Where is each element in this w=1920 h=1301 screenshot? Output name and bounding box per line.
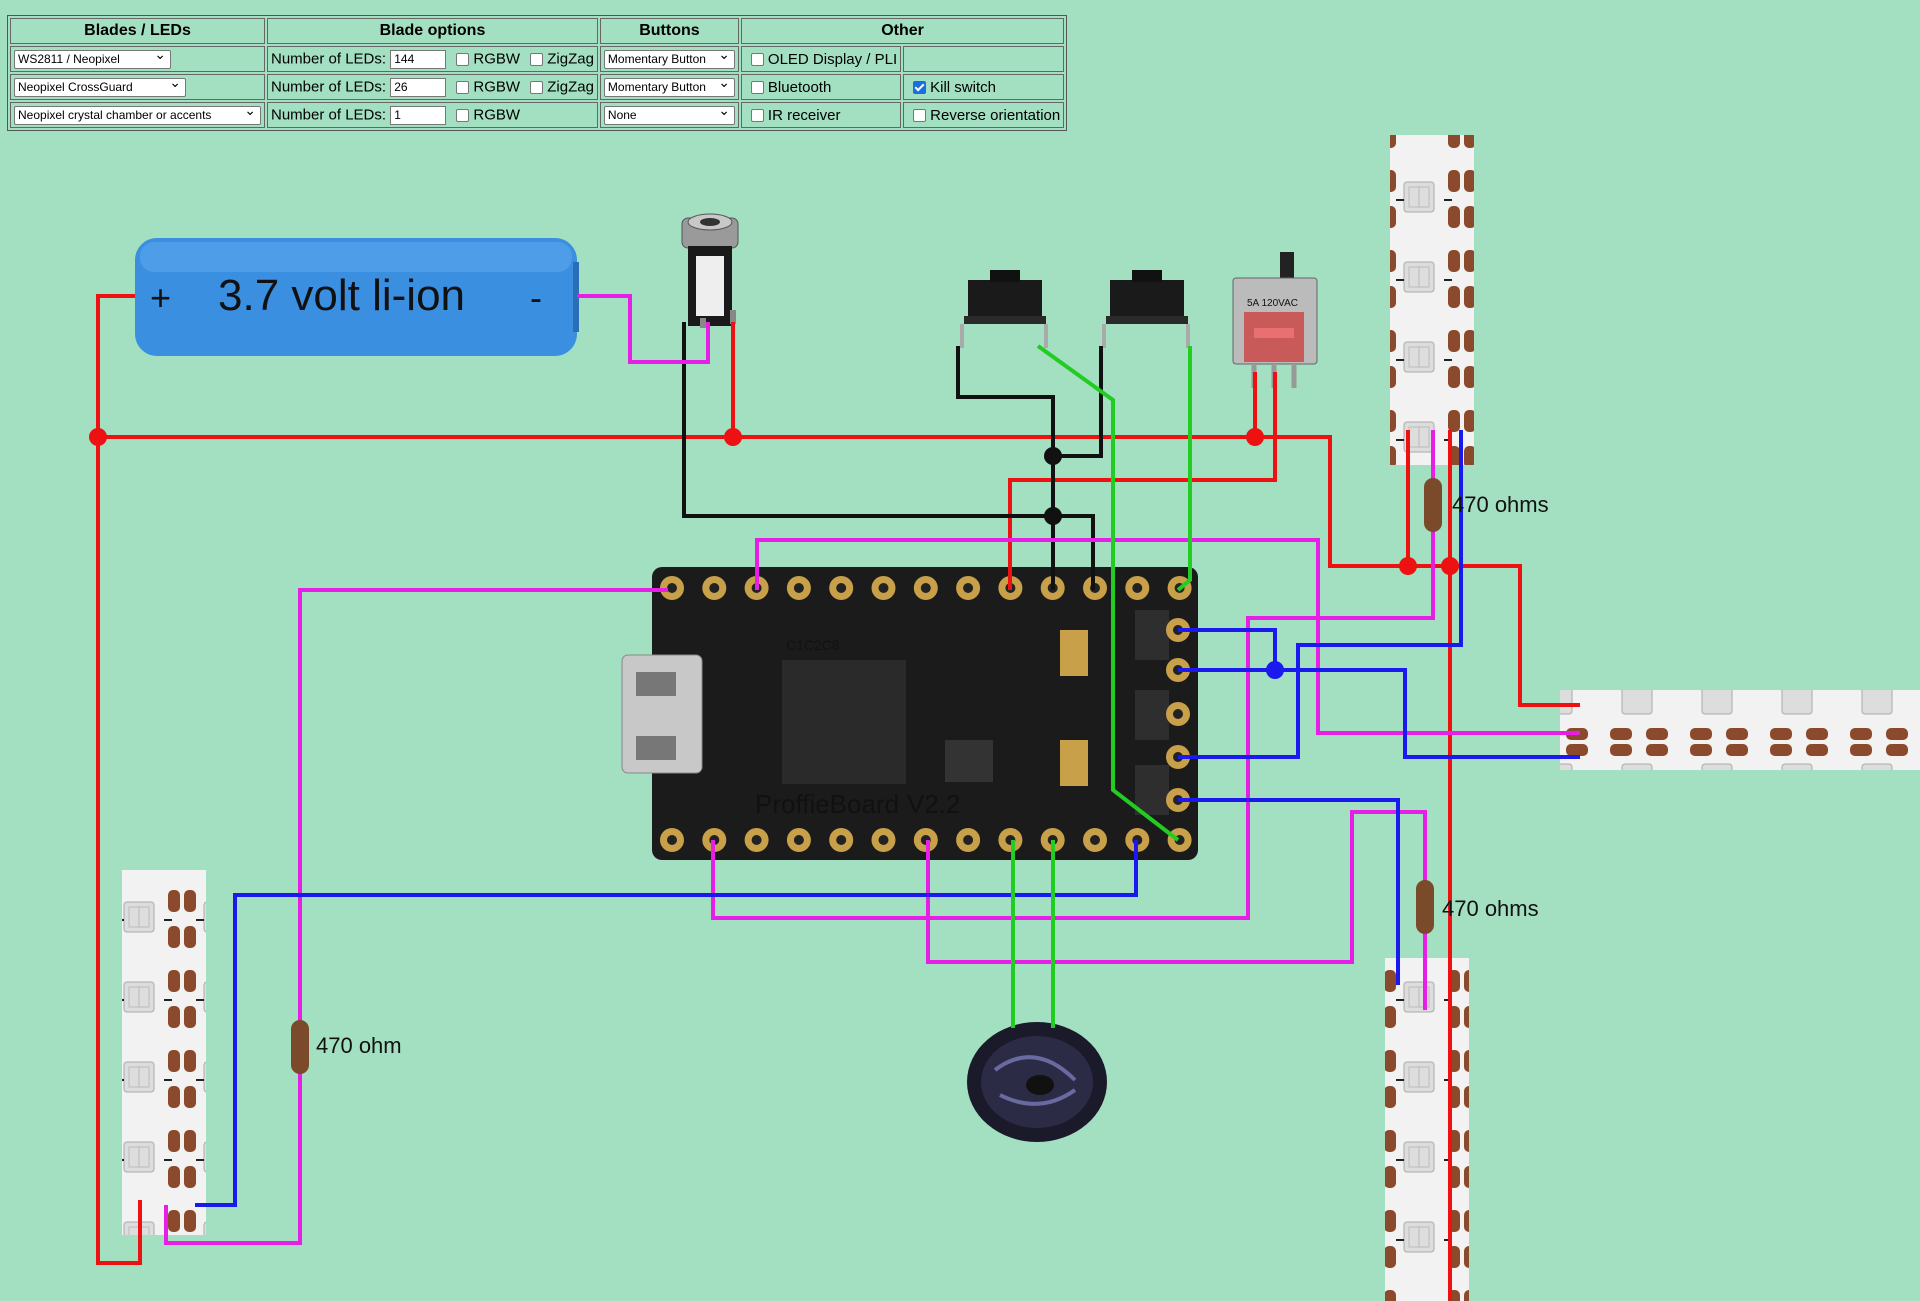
bluetooth-label: Bluetooth (767, 78, 832, 96)
num-leds-label: Number of LEDs: (271, 105, 387, 123)
led-strip-left (122, 870, 206, 1235)
header-blade-options: Blade options (267, 18, 598, 44)
resistor-label: 470 ohms (1442, 896, 1539, 921)
wires-green (1011, 344, 1192, 1028)
board-pad-hole (709, 583, 720, 593)
bluetooth-checkbox[interactable] (750, 81, 764, 95)
board-label: ProffieBoard (755, 789, 899, 819)
board-pad-hole (1090, 835, 1100, 845)
num-leds-input[interactable]: 26 (390, 77, 447, 97)
momentary-button-2 (1102, 270, 1190, 348)
wires-black (682, 322, 1103, 590)
ir-receiver-label: IR receiver (767, 106, 841, 124)
config-row: Neopixel crystal chamber or accents Numb… (10, 102, 1065, 128)
rgbw-checkbox[interactable] (456, 80, 470, 94)
button-select[interactable]: Momentary Button (603, 75, 735, 97)
battery: + 3.7 volt li-ion - (135, 238, 579, 356)
num-leds-input[interactable]: 1 (390, 105, 447, 125)
blade-type-select[interactable]: WS2811 / Neopixel (14, 47, 171, 69)
config-row: WS2811 / Neopixel Number of LEDs: 144 RG… (10, 46, 1065, 72)
switch-text: 5A 120VAC (1247, 298, 1298, 309)
num-leds-input[interactable]: 144 (390, 49, 447, 69)
led-strip-right-bottom (1385, 958, 1469, 1301)
board-pad-hole (878, 583, 889, 593)
num-leds-label: Number of LEDs: (271, 49, 387, 67)
board-chip-text: C1C2C8 (786, 637, 840, 653)
board-pad-hole (667, 835, 677, 845)
kill-switch-label: Kill switch (930, 78, 996, 96)
led-strip-crossguard (1560, 690, 1920, 770)
oled-checkbox[interactable] (750, 53, 764, 67)
board-pad-hole (667, 583, 677, 593)
board-pad-hole (963, 835, 974, 845)
header-other: Other (740, 18, 1065, 44)
header-buttons: Buttons (599, 18, 739, 44)
board-pad-hole (793, 835, 804, 845)
oled-label: OLED Display / PLI (767, 50, 898, 68)
resistor-top: 470 ohms (1424, 478, 1549, 532)
momentary-button-1 (960, 270, 1048, 348)
board-pad-hole (751, 835, 762, 845)
rgbw-checkbox[interactable] (456, 108, 470, 122)
empty-cell (903, 46, 1065, 72)
board-pad-hole (836, 835, 847, 845)
battery-label: 3.7 volt li-ion (218, 271, 465, 320)
battery-minus: - (530, 277, 542, 318)
zigzag-checkbox[interactable] (530, 52, 544, 66)
board-pads-bottom (660, 828, 1192, 852)
zigzag-checkbox[interactable] (530, 80, 544, 94)
board-pad-hole (793, 583, 804, 593)
resistor-label: 470 ohms (1452, 492, 1549, 517)
board-pad-hole (963, 583, 974, 593)
resistor-label: 470 ohm (316, 1033, 402, 1058)
rgbw-label: RGBW (473, 77, 521, 95)
led-strip-right-top (1390, 135, 1474, 465)
resistor-bottom-right: 470 ohms (1416, 880, 1539, 934)
zigzag-label: ZigZag (547, 49, 594, 67)
charge-port (681, 213, 739, 328)
reverse-orientation-label: Reverse orientation (930, 106, 1061, 124)
junctions (89, 428, 1459, 679)
board-pad-hole (1173, 709, 1183, 719)
rgbw-label: RGBW (473, 105, 521, 123)
board-pad-hole (878, 835, 889, 845)
battery-plus: + (150, 277, 171, 318)
rgbw-checkbox[interactable] (456, 52, 470, 66)
rgbw-label: RGBW (473, 49, 521, 67)
button-select[interactable]: None (603, 103, 735, 125)
button-select[interactable]: Momentary Button (603, 47, 735, 69)
board-pad-hole (920, 583, 931, 593)
reverse-orientation-checkbox[interactable] (913, 109, 927, 123)
config-row: Neopixel CrossGuard Number of LEDs: 26 R… (10, 74, 1065, 100)
resistor-left: 470 ohm (291, 1020, 402, 1074)
kill-switch: 5A 120VAC (1232, 252, 1318, 388)
kill-switch-checkbox[interactable] (913, 81, 927, 95)
board-pad-hole (836, 583, 847, 593)
wires-blue (195, 430, 1580, 1207)
speaker (967, 1022, 1107, 1142)
board-version: V2.2 (907, 789, 961, 819)
num-leds-label: Number of LEDs: (271, 77, 387, 95)
board-pad-hole (1132, 583, 1143, 593)
blade-type-select[interactable]: Neopixel CrossGuard (14, 75, 186, 97)
proffieboard: C1C2C8 ProffieBoard V2.2 (621, 567, 1198, 860)
ir-receiver-checkbox[interactable] (750, 109, 764, 123)
blade-type-select[interactable]: Neopixel crystal chamber or accents (14, 103, 261, 125)
config-table: Blades / LEDs Blade options Buttons Othe… (7, 15, 1068, 131)
header-blades: Blades / LEDs (10, 18, 265, 44)
zigzag-label: ZigZag (547, 77, 594, 95)
